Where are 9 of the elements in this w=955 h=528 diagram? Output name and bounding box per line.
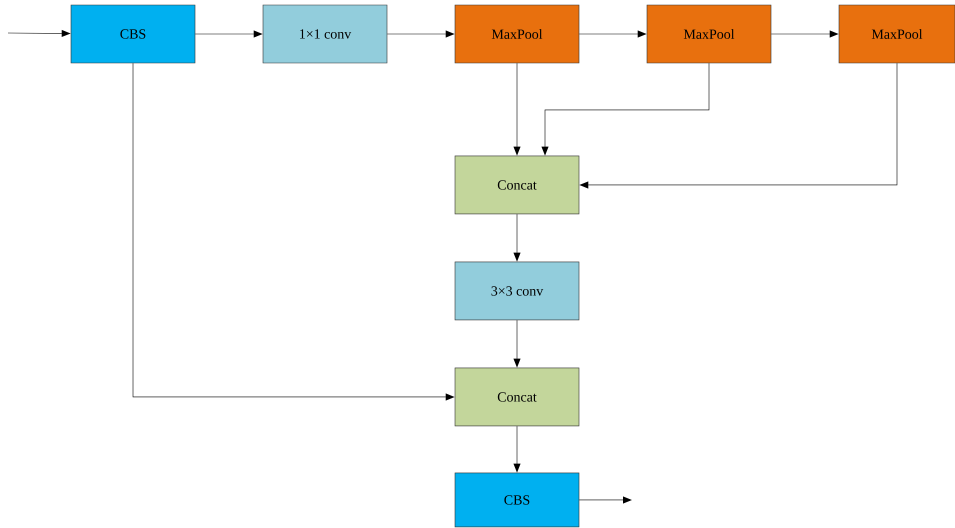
process-box: MaxPool <box>838 4 955 64</box>
process-box: Concat <box>454 368 580 426</box>
process-box: 3×3 conv <box>454 262 580 320</box>
process-box: MaxPool <box>646 4 772 64</box>
process-box: 1×1 conv <box>262 4 388 64</box>
process-box: Concat <box>454 156 580 214</box>
process-box: MaxPool <box>454 4 580 64</box>
process-box: CBS <box>454 472 580 528</box>
process-box: CBS <box>70 4 196 64</box>
